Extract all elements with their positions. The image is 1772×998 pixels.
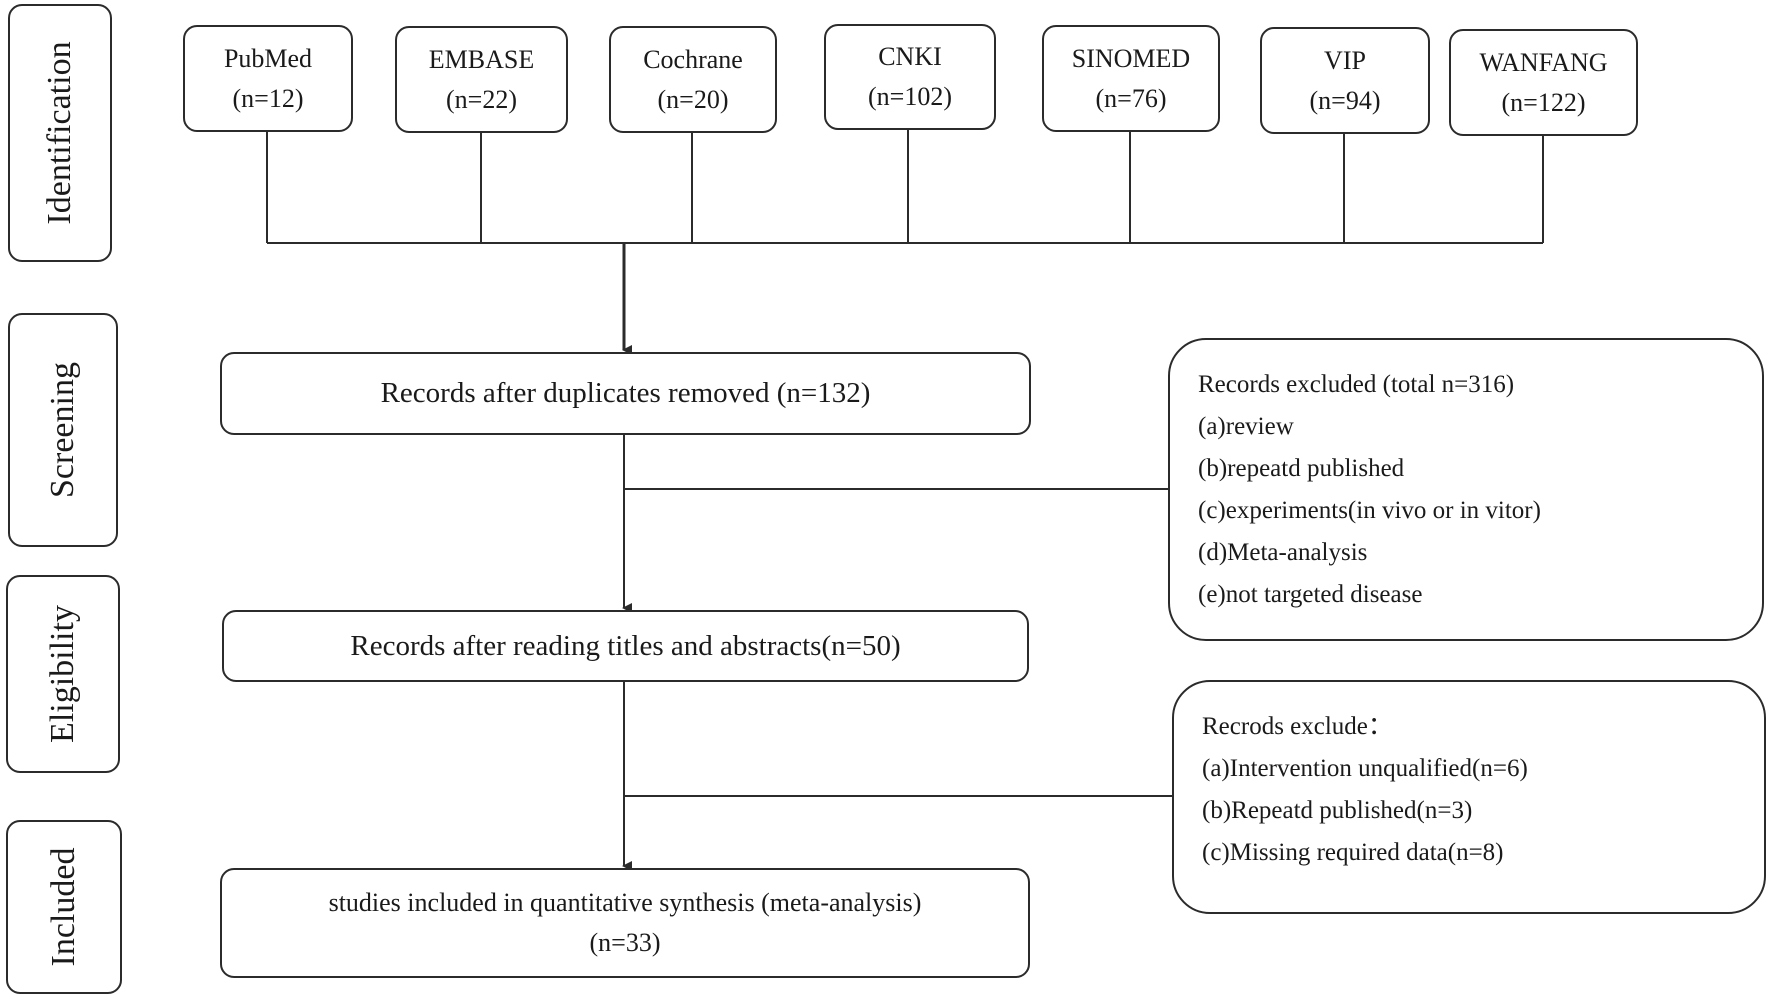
screening-exclusions-title: Records excluded (total n=316) [1198,371,1515,398]
screening-exclusions-box: Records excluded (total n=316) (a)review… [1168,338,1764,641]
database-box-wanfang: WANFANG (n=122) [1449,29,1638,136]
database-name: EMBASE [428,44,535,74]
exclusion-item: (a)Intervention unqualified(n=6) [1202,755,1528,782]
database-name: PubMed [223,43,313,73]
database-box-sinomed: SINOMED (n=76) [1042,25,1220,132]
included-studies-box: studies included in quantitative synthes… [220,868,1030,978]
database-name: SINOMED [1071,43,1191,73]
titles-abstracts-box: Records after reading titles and abstrac… [222,610,1029,682]
stage-label: Eligibility [44,605,81,743]
exclusion-item: (a)review [1198,413,1294,440]
database-count: (n=122) [1501,87,1586,117]
stage-eligibility: Eligibility [6,575,120,773]
stage-screening: Screening [8,313,118,547]
database-count: (n=76) [1095,83,1167,113]
database-name: VIP [1324,45,1366,75]
stage-label: Screening [44,362,81,498]
included-studies-count: (n=33) [589,928,661,957]
exclusion-item: (d)Meta-analysis [1198,539,1368,566]
database-count: (n=12) [232,83,304,113]
stage-included: Included [6,820,122,994]
duplicates-removed-label: Records after duplicates removed (n=132) [380,377,871,409]
exclusion-item: (e)not targeted disease [1198,581,1423,608]
database-name: WANFANG [1479,47,1608,77]
database-box-embase: EMBASE (n=22) [395,26,568,133]
eligibility-exclusions-title: Recrods exclude： [1202,713,1393,740]
stage-label: Included [45,847,82,967]
exclusion-item: (b)repeatd published [1198,455,1405,482]
database-box-cochrane: Cochrane (n=20) [609,26,777,133]
duplicates-removed-box: Records after duplicates removed (n=132) [220,352,1031,435]
exclusion-item: (c)Missing required data(n=8) [1202,839,1504,866]
database-box-vip: VIP (n=94) [1260,27,1430,134]
database-box-pubmed: PubMed (n=12) [183,25,353,132]
titles-abstracts-label: Records after reading titles and abstrac… [350,629,901,662]
stage-identification: Identification [8,4,112,262]
exclusion-item: (c)experiments(in vivo or in vitor) [1198,497,1541,524]
eligibility-exclusions-box: Recrods exclude： (a)Intervention unquali… [1172,680,1766,914]
database-count: (n=102) [868,82,952,111]
database-box-cnki: CNKI (n=102) [824,24,996,130]
database-name: CNKI [878,42,942,71]
database-count: (n=22) [446,84,517,114]
exclusion-item: (b)Repeatd published(n=3) [1202,797,1473,824]
database-name: Cochrane [643,44,743,74]
database-count: (n=20) [657,84,729,114]
included-studies-label: studies included in quantitative synthes… [328,888,922,917]
stage-label: Identification [41,41,78,225]
database-count: (n=94) [1309,85,1381,115]
